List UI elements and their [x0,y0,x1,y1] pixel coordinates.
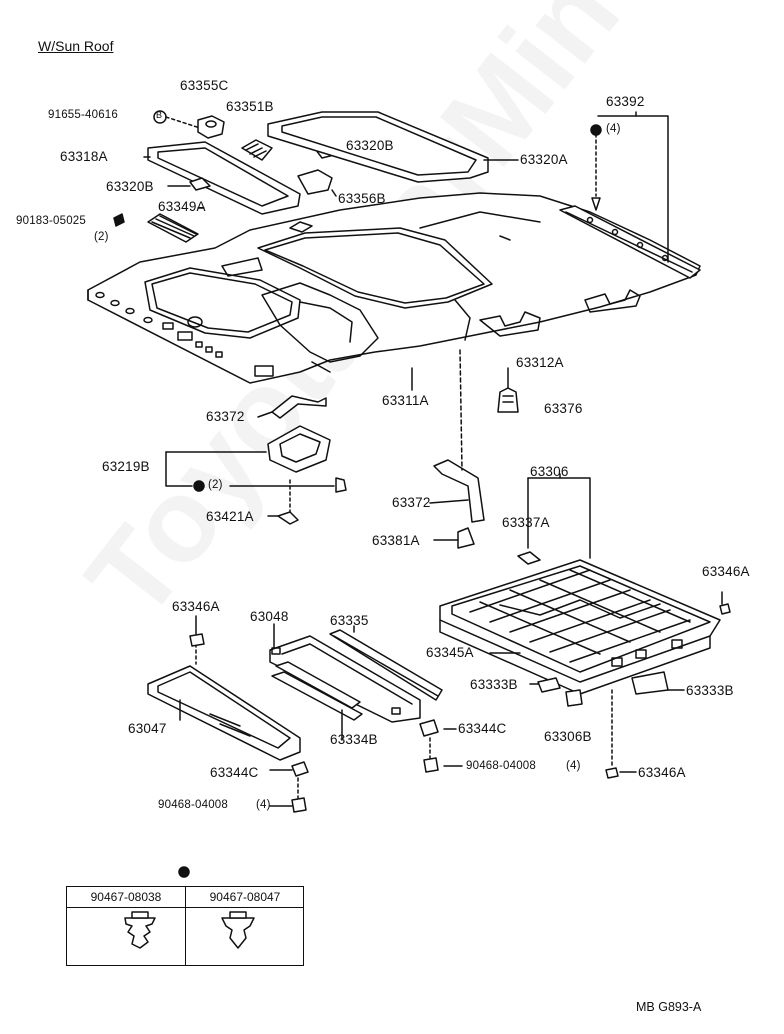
callout-63337a: 63337A [502,515,550,530]
callout-63344c-left: 63344C [210,765,259,780]
callout-63047: 63047 [128,721,167,736]
callout-63318a: 63318A [60,149,108,164]
callout-63048: 63048 [250,609,289,624]
callout-63381a: 63381A [372,533,420,548]
callout-63421a: 63421A [206,509,254,524]
callout-90183-05025: 90183-05025 [16,215,86,227]
diagram-title: W/Sun Roof [38,38,114,54]
callout-63346a-right: 63346A [702,564,750,579]
callout-90468-left-qty: (4) [256,799,271,811]
frame-63318a [148,142,300,214]
frame-63320a [268,112,488,182]
callout-63355c: 63355C [180,78,229,93]
callout-63356b: 63356B [338,191,386,206]
callout-63306: 63306 [530,464,569,479]
callout-63345a: 63345A [426,645,474,660]
callout-63333b-left: 63333B [470,677,518,692]
headliner-63311a [88,193,700,383]
callout-91655-40616: 91655-40616 [48,109,118,121]
legend-divider [185,887,187,965]
callout-63376: 63376 [544,401,583,416]
callout-63392: 63392 [606,94,645,109]
callout-63306b: 63306B [544,729,592,744]
legend-header-90467-08047: 90467-08047 [186,887,304,908]
callout-90468-right-qty: (4) [566,760,581,772]
callout-63320b-upper: 63320B [346,138,394,153]
callout-63372-upper: 63372 [206,409,245,424]
callout-63392-qty: (4) [606,123,621,135]
callout-63346a-left: 63346A [172,599,220,614]
callout-90468-04008-left: 90468-04008 [158,799,228,811]
callout-63334b: 63334B [330,732,378,747]
callout-63351b: 63351B [226,99,274,114]
callout-63333b-right: 63333B [686,683,734,698]
legend-header-90467-08038: 90467-08038 [67,887,186,908]
callout-63346a-bottom: 63346A [638,765,686,780]
callout-63219b-qty: (2) [208,479,223,491]
callout-b-symbol: B [156,110,163,120]
callout-63320b-lower: 63320B [106,179,154,194]
callout-63349a: 63349A [158,199,206,214]
callout-63344c-right: 63344C [458,721,507,736]
diagram-code: MB G893-A [636,1000,702,1014]
callout-63320a: 63320A [520,152,568,167]
callout-90468-04008-right: 90468-04008 [466,760,536,772]
callout-63312a: 63312A [516,355,564,370]
callout-63219b: 63219B [102,459,150,474]
callout-63372-lower: 63372 [392,495,431,510]
callout-63311a: 63311A [382,393,429,408]
callout-63335: 63335 [330,613,369,628]
sunshade-63306 [440,560,720,694]
callout-90183-qty: (2) [94,231,109,243]
fastener-legend-table: 90467-08038 90467-08047 [66,886,304,966]
